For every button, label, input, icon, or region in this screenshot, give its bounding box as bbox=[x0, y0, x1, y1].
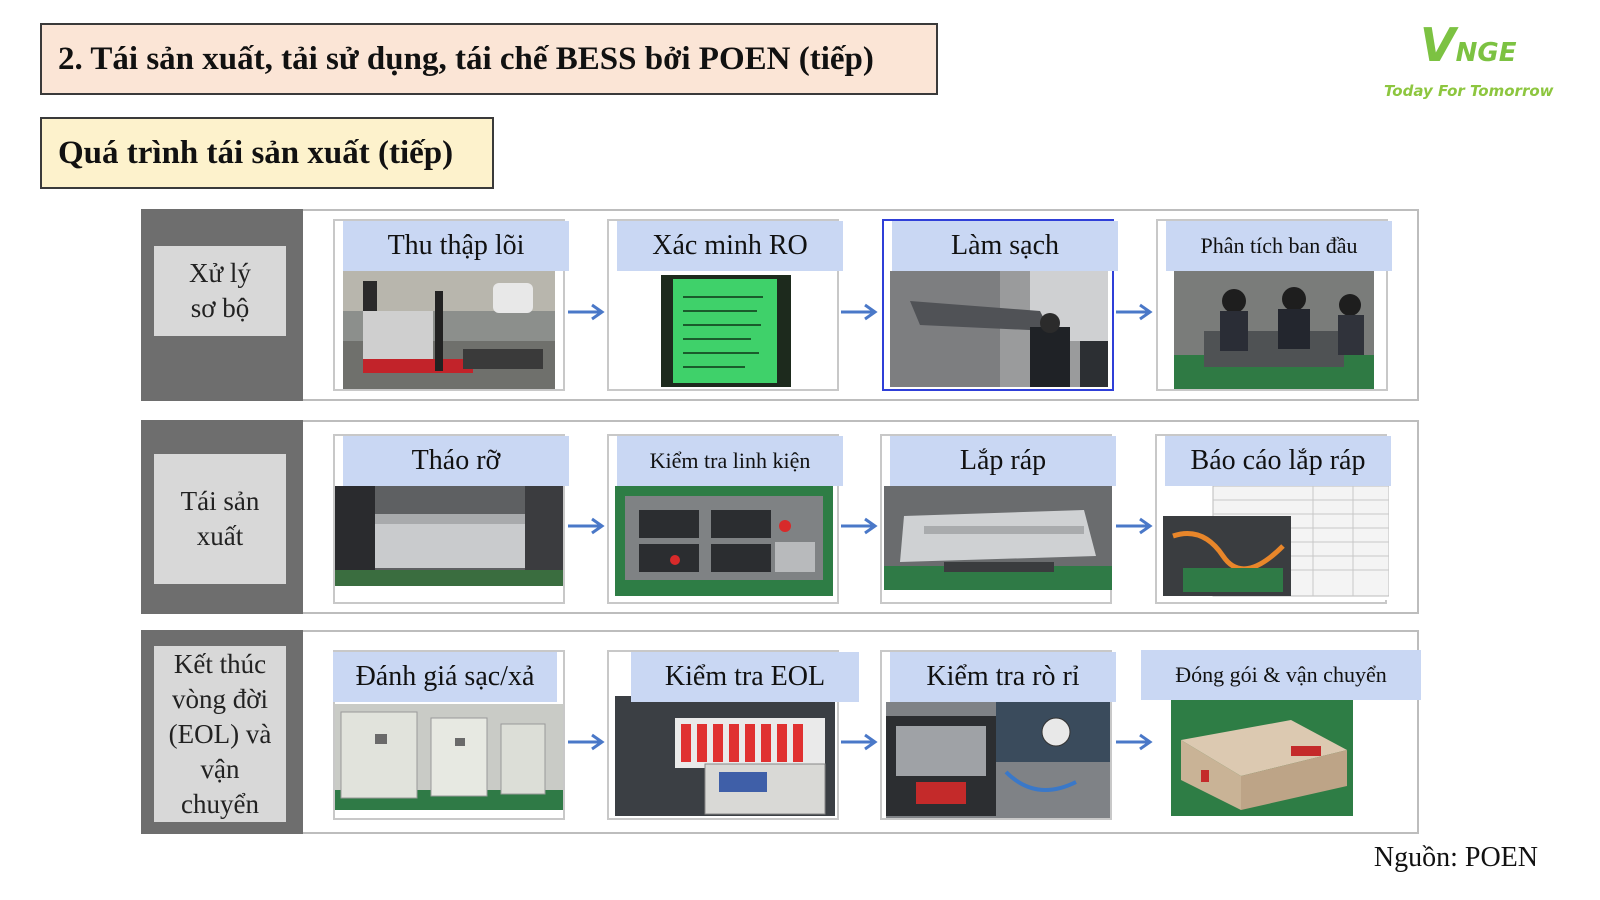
step-card-initial-analysis: Phân tích ban đầu bbox=[1156, 219, 1392, 391]
step-title: Làm sạch bbox=[892, 221, 1118, 271]
logo-letters: NGE bbox=[1455, 38, 1517, 68]
step-title: Phân tích ban đầu bbox=[1166, 221, 1392, 271]
arrow-right-icon bbox=[841, 303, 878, 321]
section-subtitle: Quá trình tái sản xuất (tiếp) bbox=[40, 117, 494, 189]
logo-mark: VNGE bbox=[1420, 18, 1516, 72]
process-row-remanufacturing: Tái sản xuất Tháo rỡ bbox=[141, 420, 1419, 614]
leak-tester-photo bbox=[886, 702, 1110, 818]
assembly-photo bbox=[884, 486, 1112, 590]
step-card-charge-discharge: Đánh giá sạc/xả bbox=[333, 650, 565, 820]
vnge-logo: VNGE Today For Tomorrow bbox=[1376, 18, 1554, 108]
step-card-ro-verification: Xác minh RO bbox=[607, 219, 843, 391]
cleaning-lift-photo bbox=[890, 271, 1108, 387]
logo-tagline: Today For Tomorrow bbox=[1384, 82, 1554, 100]
packed-box-photo bbox=[1171, 700, 1353, 816]
arrow-right-icon bbox=[568, 733, 605, 751]
step-title: Tháo rỡ bbox=[343, 436, 569, 486]
step-title: Đóng gói & vận chuyển bbox=[1141, 650, 1421, 700]
step-card-assembly-report: Báo cáo lắp ráp bbox=[1155, 434, 1391, 604]
step-card-core-collection: Thu thập lõi bbox=[333, 219, 569, 391]
step-card-assembly: Lắp ráp bbox=[880, 434, 1116, 604]
document-checklist-photo bbox=[661, 275, 791, 387]
source-note: Nguồn: POEN bbox=[1373, 842, 1538, 873]
component-inspection-photo bbox=[615, 486, 833, 596]
page-title: 2. Tái sản xuất, tải sử dụng, tái chế BE… bbox=[40, 23, 938, 95]
step-card-cleaning: Làm sạch bbox=[882, 219, 1118, 391]
row-label: Tái sản xuất bbox=[154, 454, 286, 584]
step-title: Xác minh RO bbox=[617, 221, 843, 271]
forklift-battery-photo bbox=[343, 271, 555, 389]
arrow-right-icon bbox=[1116, 517, 1153, 535]
step-title: Đánh giá sạc/xả bbox=[333, 652, 557, 702]
arrow-right-icon bbox=[568, 517, 605, 535]
arrow-right-icon bbox=[568, 303, 605, 321]
arrow-right-icon bbox=[841, 517, 878, 535]
arrow-right-icon bbox=[1116, 303, 1153, 321]
logo-letter-v: V bbox=[1420, 18, 1456, 72]
workers-analysis-photo bbox=[1174, 271, 1374, 389]
step-title: Thu thập lõi bbox=[343, 221, 569, 271]
step-card-eol-test: Kiểm tra EOL bbox=[607, 650, 859, 820]
step-title: Kiểm tra rò rỉ bbox=[890, 652, 1116, 702]
arrow-right-icon bbox=[1116, 733, 1153, 751]
step-title: Lắp ráp bbox=[890, 436, 1116, 486]
step-card-packing-shipping: Đóng gói & vận chuyển bbox=[1141, 650, 1421, 820]
eol-tester-photo bbox=[615, 696, 835, 816]
report-document-photo bbox=[1163, 486, 1389, 600]
step-title: Báo cáo lắp ráp bbox=[1165, 436, 1391, 486]
charge-cabinets-photo bbox=[335, 704, 563, 810]
step-card-leak-test: Kiểm tra rò rỉ bbox=[880, 650, 1116, 820]
arrow-right-icon bbox=[841, 733, 878, 751]
step-title: Kiểm tra linh kiện bbox=[617, 436, 843, 486]
step-card-component-inspection: Kiểm tra linh kiện bbox=[607, 434, 843, 604]
row-label: Kết thúc vòng đời (EOL) và vận chuyển bbox=[154, 646, 286, 822]
step-title: Kiểm tra EOL bbox=[631, 652, 859, 702]
process-row-preprocessing: Xử lý sơ bộ Thu thập lõi bbox=[141, 209, 1419, 401]
disassembly-photo bbox=[335, 486, 563, 586]
row-label: Xử lý sơ bộ bbox=[154, 246, 286, 336]
process-row-eol-shipping: Kết thúc vòng đời (EOL) và vận chuyển Đá… bbox=[141, 630, 1421, 834]
step-card-disassembly: Tháo rỡ bbox=[333, 434, 569, 604]
